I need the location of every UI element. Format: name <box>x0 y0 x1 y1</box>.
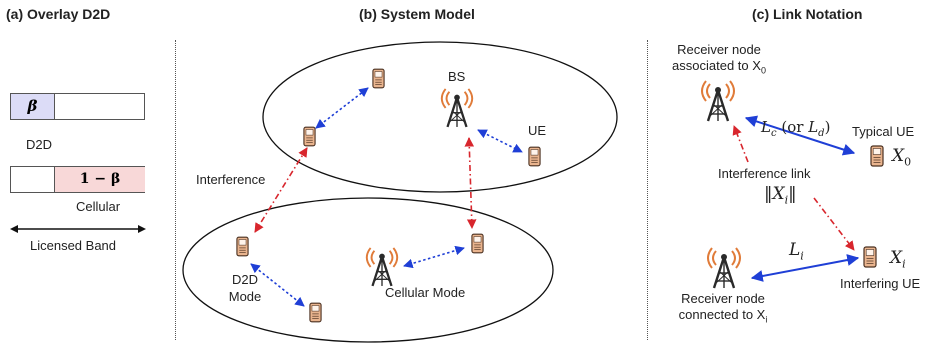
upper-cell-ellipse <box>262 41 618 193</box>
d2d-mode-line1: D2D <box>231 272 258 287</box>
cellular-label: Cellular <box>76 199 121 214</box>
receiver-assoc-line2: associated to X <box>672 58 761 73</box>
d2d-mode-label: D2D Mode <box>220 271 270 305</box>
panel-link-notation: (c) Link Notation <box>648 0 930 344</box>
typical-ue-label: Typical UE <box>852 124 915 139</box>
separator-right <box>647 40 648 340</box>
phone-icon <box>863 246 877 268</box>
receiver-associated-label: Receiver node associated to X0 <box>656 42 782 79</box>
interference-link-label: Interference link <box>718 166 811 181</box>
cell-tower-icon <box>706 246 742 289</box>
d2d-link-lower <box>250 263 305 307</box>
cell-tower-icon <box>440 87 474 129</box>
interference-label: Interference <box>196 172 266 187</box>
cell-tower-icon <box>700 79 736 122</box>
interference-link-right <box>464 137 477 229</box>
bs-label: BS <box>448 69 466 84</box>
d2d-label: D2D <box>26 137 53 152</box>
phone-icon <box>471 233 484 254</box>
cellular-link-lower <box>403 245 465 269</box>
licensed-band-label: Licensed Band <box>30 238 117 253</box>
ld-close: ) <box>824 118 831 136</box>
receiver-connected-label: Receiver node connected to Xi <box>660 291 786 328</box>
panel-b-title: (b) System Model <box>359 6 475 22</box>
phone-icon <box>372 68 385 89</box>
xi-sub: i <box>902 257 906 271</box>
ld-sub: d <box>818 128 825 139</box>
beta-label: β <box>27 97 38 115</box>
panel-system-model: (b) System Model <box>176 0 646 344</box>
panel-c-title: (c) Link Notation <box>752 6 863 22</box>
system-model-diagram <box>182 41 618 343</box>
d2d-mode-line2: Mode <box>228 289 262 304</box>
x0-label: X0 <box>892 146 911 168</box>
link-notation-diagram <box>700 79 884 289</box>
x0-symbol: X <box>892 146 905 166</box>
lc-symbol: L <box>761 118 771 136</box>
phone-icon <box>303 126 316 147</box>
one-minus-beta-segment: 1 − β <box>54 167 145 192</box>
licensed-band-arrow <box>10 225 146 233</box>
link-lc-label: Lc (or Ld) <box>761 118 830 139</box>
xi-symbol: X <box>890 248 903 268</box>
cellular-band-bar: 1 − β <box>10 166 145 193</box>
lc-or: (or <box>781 118 809 136</box>
phone-icon <box>309 302 322 323</box>
li-sub: i <box>800 249 804 263</box>
xi-label: Xi <box>890 248 906 270</box>
separator-left <box>175 40 176 340</box>
norm-sub: i <box>784 193 789 207</box>
link-lc <box>744 115 856 156</box>
lower-cell-ellipse <box>182 197 554 343</box>
interference-link-c-upper <box>732 125 749 163</box>
panel-a-title: (a) Overlay D2D <box>6 6 111 22</box>
receiver-conn-sub: i <box>765 314 768 325</box>
panel-overlay-d2d: (a) Overlay D2D β D2D 1 − β Cellular Lic… <box>0 0 175 344</box>
d2d-link-upper <box>315 87 369 129</box>
interference-link-c-lower <box>813 197 855 251</box>
receiver-conn-line1: Receiver node <box>681 291 765 306</box>
one-minus-beta-label: 1 − β <box>79 171 121 187</box>
phone-icon <box>870 145 884 167</box>
norm-xi-label: ‖Xi‖ <box>764 184 797 206</box>
norm-close: ‖ <box>788 184 797 204</box>
link-li <box>750 254 860 282</box>
cellular-link-upper <box>477 129 523 153</box>
ld-symbol: L <box>808 118 819 136</box>
x0-sub: 0 <box>904 155 912 169</box>
d2d-band-bar: β <box>10 93 145 120</box>
receiver-conn-line2: connected to X <box>678 307 766 322</box>
cell-tower-icon <box>365 246 399 288</box>
interference-link-left <box>254 147 308 233</box>
phone-icon <box>528 146 541 167</box>
li-symbol: L <box>789 240 801 260</box>
beta-segment: β <box>11 94 55 119</box>
interfering-ue-label: Interfering UE <box>840 276 921 291</box>
phone-icon <box>236 236 249 257</box>
receiver-assoc-line1: Receiver node <box>677 42 761 57</box>
li-label: Li <box>789 240 804 262</box>
lc-sub: c <box>770 128 777 139</box>
cellular-mode-label: Cellular Mode <box>385 285 466 300</box>
receiver-assoc-sub: 0 <box>760 65 766 76</box>
ue-label: UE <box>528 123 547 138</box>
norm-open: ‖X <box>764 184 785 204</box>
